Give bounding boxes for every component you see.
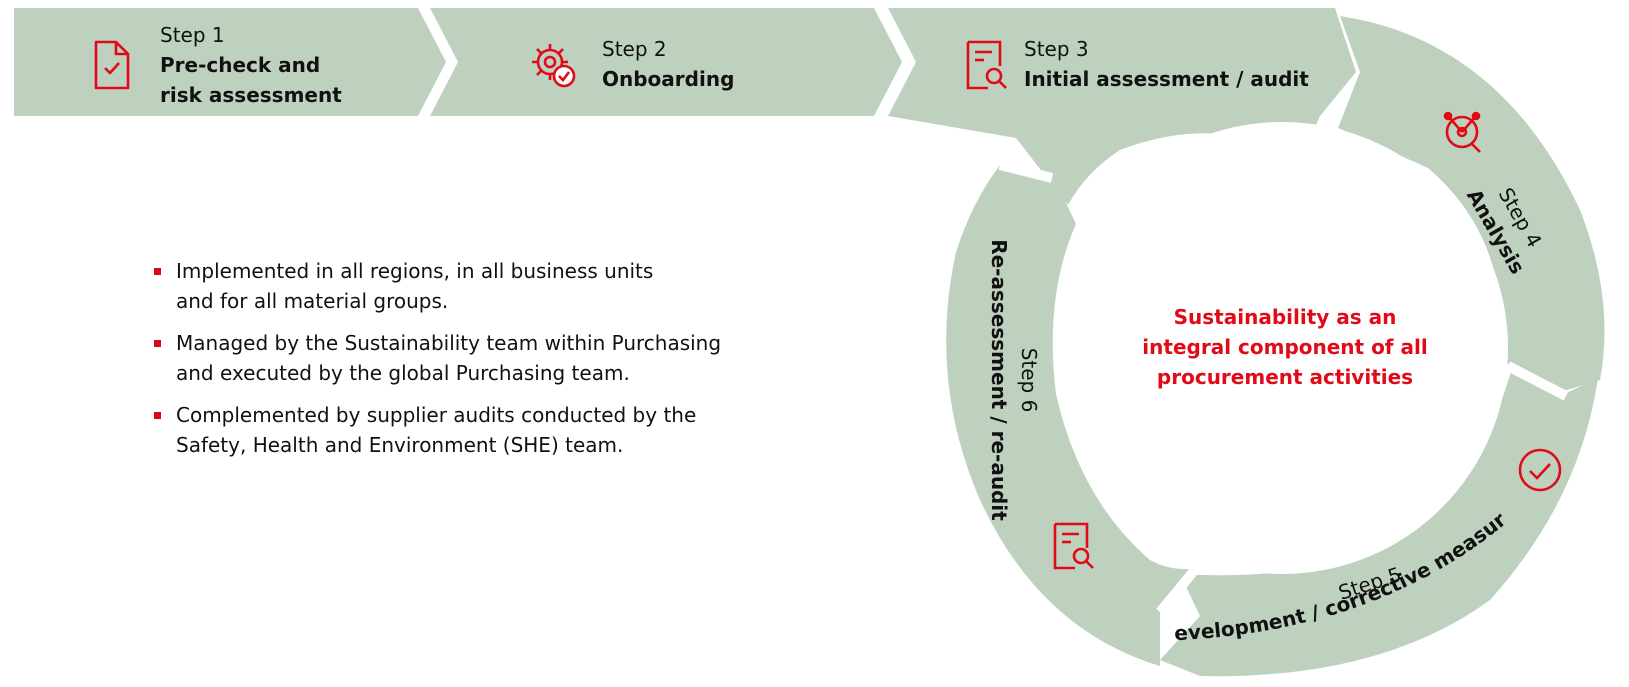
step-6-title: Re-assessment / re-audit (987, 239, 1011, 521)
center-line-1: Sustainability as an (1173, 305, 1397, 329)
bullet-1-line1: Implemented in all regions, in all busin… (176, 259, 654, 283)
check-circle-icon (1518, 448, 1562, 492)
gear-check-icon (532, 44, 576, 88)
center-statement: Sustainability as an integral component … (1130, 302, 1440, 392)
step-1-number: Step 1 (160, 23, 225, 47)
bullet-2-line2: and executed by the global Purchasing te… (176, 361, 630, 385)
step-6-ring-segment (946, 165, 1198, 666)
step-6-number: Step 6 (1017, 348, 1041, 413)
center-line-2: integral component of all (1142, 335, 1428, 359)
step-3-title: Initial assessment / audit (1024, 67, 1309, 91)
info-bullet-list: Implemented in all regions, in all busin… (152, 256, 752, 472)
step-2-chevron (430, 8, 902, 116)
bullet-2-line1: Managed by the Sustainability team withi… (176, 331, 722, 355)
bullet-3-line2: Safety, Health and Environment (SHE) tea… (176, 433, 624, 457)
bullet-item: Implemented in all regions, in all busin… (152, 256, 752, 316)
step-3-ring-segment (1016, 116, 1320, 205)
document-check-icon (94, 40, 130, 90)
center-circle (1056, 122, 1508, 574)
bullet-item: Managed by the Sustainability team withi… (152, 328, 752, 388)
bullet-1-line2: and for all material groups. (176, 289, 449, 313)
center-line-3: procurement activities (1156, 365, 1414, 389)
step-1-label: Step 1 Pre-check and risk assessment (160, 20, 342, 110)
step-1-title-line1: Pre-check and (160, 53, 321, 77)
step-3-number: Step 3 (1024, 37, 1089, 61)
document-search-icon (1053, 522, 1094, 570)
step-2-title: Onboarding (602, 67, 735, 91)
step-3-chevron (888, 8, 1356, 138)
ring-divider (998, 160, 1054, 183)
ring-divider (1156, 562, 1202, 616)
step-4-ring-segment (1338, 16, 1605, 392)
step-3-label: Step 3 Initial assessment / audit (1024, 34, 1309, 94)
step-2-number: Step 2 (602, 37, 667, 61)
ring-divider (1505, 361, 1569, 401)
bullet-item: Complemented by supplier audits conducte… (152, 400, 752, 460)
step-1-title-line2: risk assessment (160, 83, 342, 107)
bullet-3-line1: Complemented by supplier audits conducte… (176, 403, 697, 427)
step-5-ring-segment (1160, 368, 1598, 677)
step-2-label: Step 2 Onboarding (602, 34, 734, 94)
document-search-icon (966, 40, 1007, 90)
target-analysis-icon (1443, 111, 1481, 153)
